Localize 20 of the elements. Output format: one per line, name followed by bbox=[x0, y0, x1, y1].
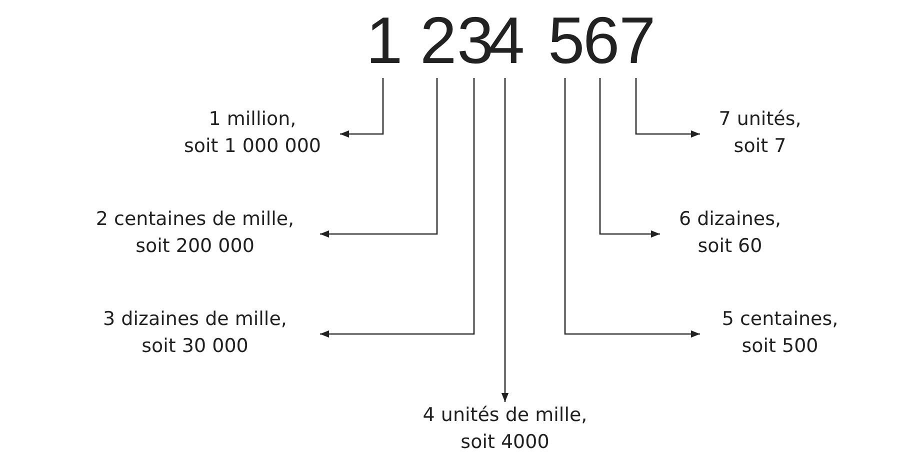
leader-arrow bbox=[340, 78, 384, 138]
place-value-label: 2 centaines de mille, soit 200 000 bbox=[70, 206, 320, 262]
leader-arrow bbox=[320, 78, 438, 238]
place-value-label: 3 dizaines de mille, soit 30 000 bbox=[70, 306, 320, 362]
place-value-label: 6 dizaines, soit 60 bbox=[660, 206, 800, 262]
place-value-label: 1 million, soit 1 000 000 bbox=[165, 106, 340, 162]
digit: 7 bbox=[619, 5, 653, 75]
digit: 6 bbox=[583, 5, 617, 75]
place-value-label: 4 unités de mille, soit 4000 bbox=[395, 402, 615, 458]
place-value-label: 5 centaines, soit 500 bbox=[700, 306, 860, 362]
place-value-label: 7 unités, soit 7 bbox=[700, 106, 820, 162]
digit: 2 bbox=[420, 5, 454, 75]
digit: 1 bbox=[366, 5, 400, 75]
leader-arrow bbox=[501, 78, 509, 402]
digit: 3 bbox=[457, 5, 491, 75]
leader-arrow bbox=[599, 78, 660, 238]
leader-arrow bbox=[320, 78, 475, 338]
leader-arrow bbox=[635, 78, 700, 138]
digit: 5 bbox=[548, 5, 582, 75]
leader-arrow bbox=[564, 78, 700, 338]
